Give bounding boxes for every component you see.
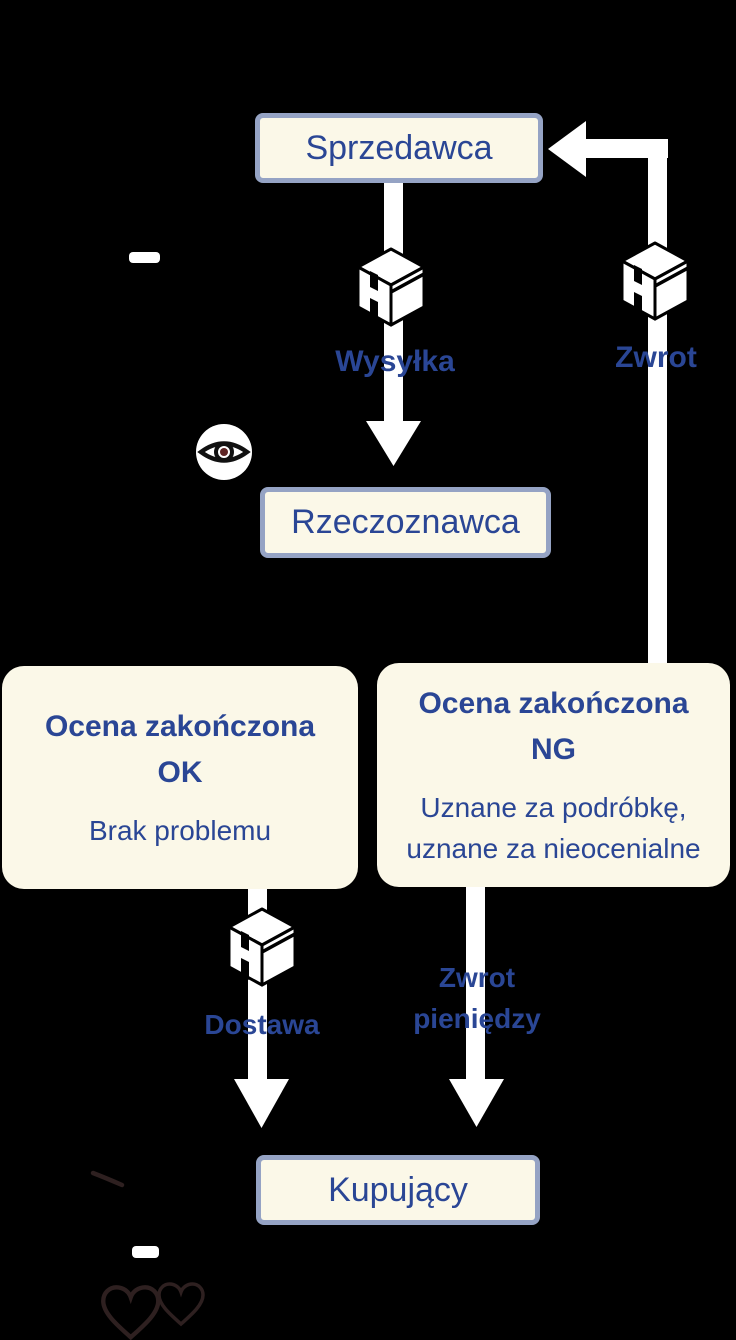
- package-icon-shipping: [356, 247, 426, 327]
- outcome-card-ng: Ocena zakończona NG Uznane za podróbkę, …: [377, 663, 730, 887]
- node-seller-label: Sprzedawca: [305, 128, 493, 167]
- return-arrow: [548, 121, 668, 663]
- refund-arrow: [449, 887, 504, 1127]
- minus-dash-bottom: [132, 1246, 159, 1258]
- flow-label-refund: Zwrot pieniędzy: [413, 962, 541, 1034]
- hearts-icon: [101, 1282, 205, 1340]
- outcome-ok-title: Ocena zakończona OK: [44, 709, 316, 790]
- node-buyer: Kupujący: [256, 1155, 540, 1225]
- outcome-ok-subtitle: Brak problemu: [88, 814, 272, 846]
- outcome-ng-title: Ocena zakończona NG: [418, 686, 689, 767]
- package-icon-delivery: [227, 907, 297, 987]
- outcome-ng-subtitle: Uznane za podróbkę, uznane za nieocenial…: [406, 791, 701, 864]
- node-appraiser-label: Rzeczoznawca: [291, 503, 520, 541]
- eye-icon: [196, 424, 252, 480]
- package-icon-return: [620, 241, 690, 321]
- flow-label-delivery: Dostawa: [204, 1009, 320, 1040]
- flow-label-shipping: Wysyłka: [335, 345, 455, 378]
- minus-dash-top: [129, 252, 160, 263]
- node-buyer-label: Kupujący: [328, 1170, 468, 1209]
- node-seller: Sprzedawca: [255, 113, 543, 183]
- outcome-card-ok: Ocena zakończona OK Brak problemu: [2, 666, 358, 889]
- node-appraiser: Rzeczoznawca: [260, 487, 551, 558]
- brush-stroke: [90, 1170, 125, 1188]
- flow-label-return: Zwrot: [615, 341, 697, 374]
